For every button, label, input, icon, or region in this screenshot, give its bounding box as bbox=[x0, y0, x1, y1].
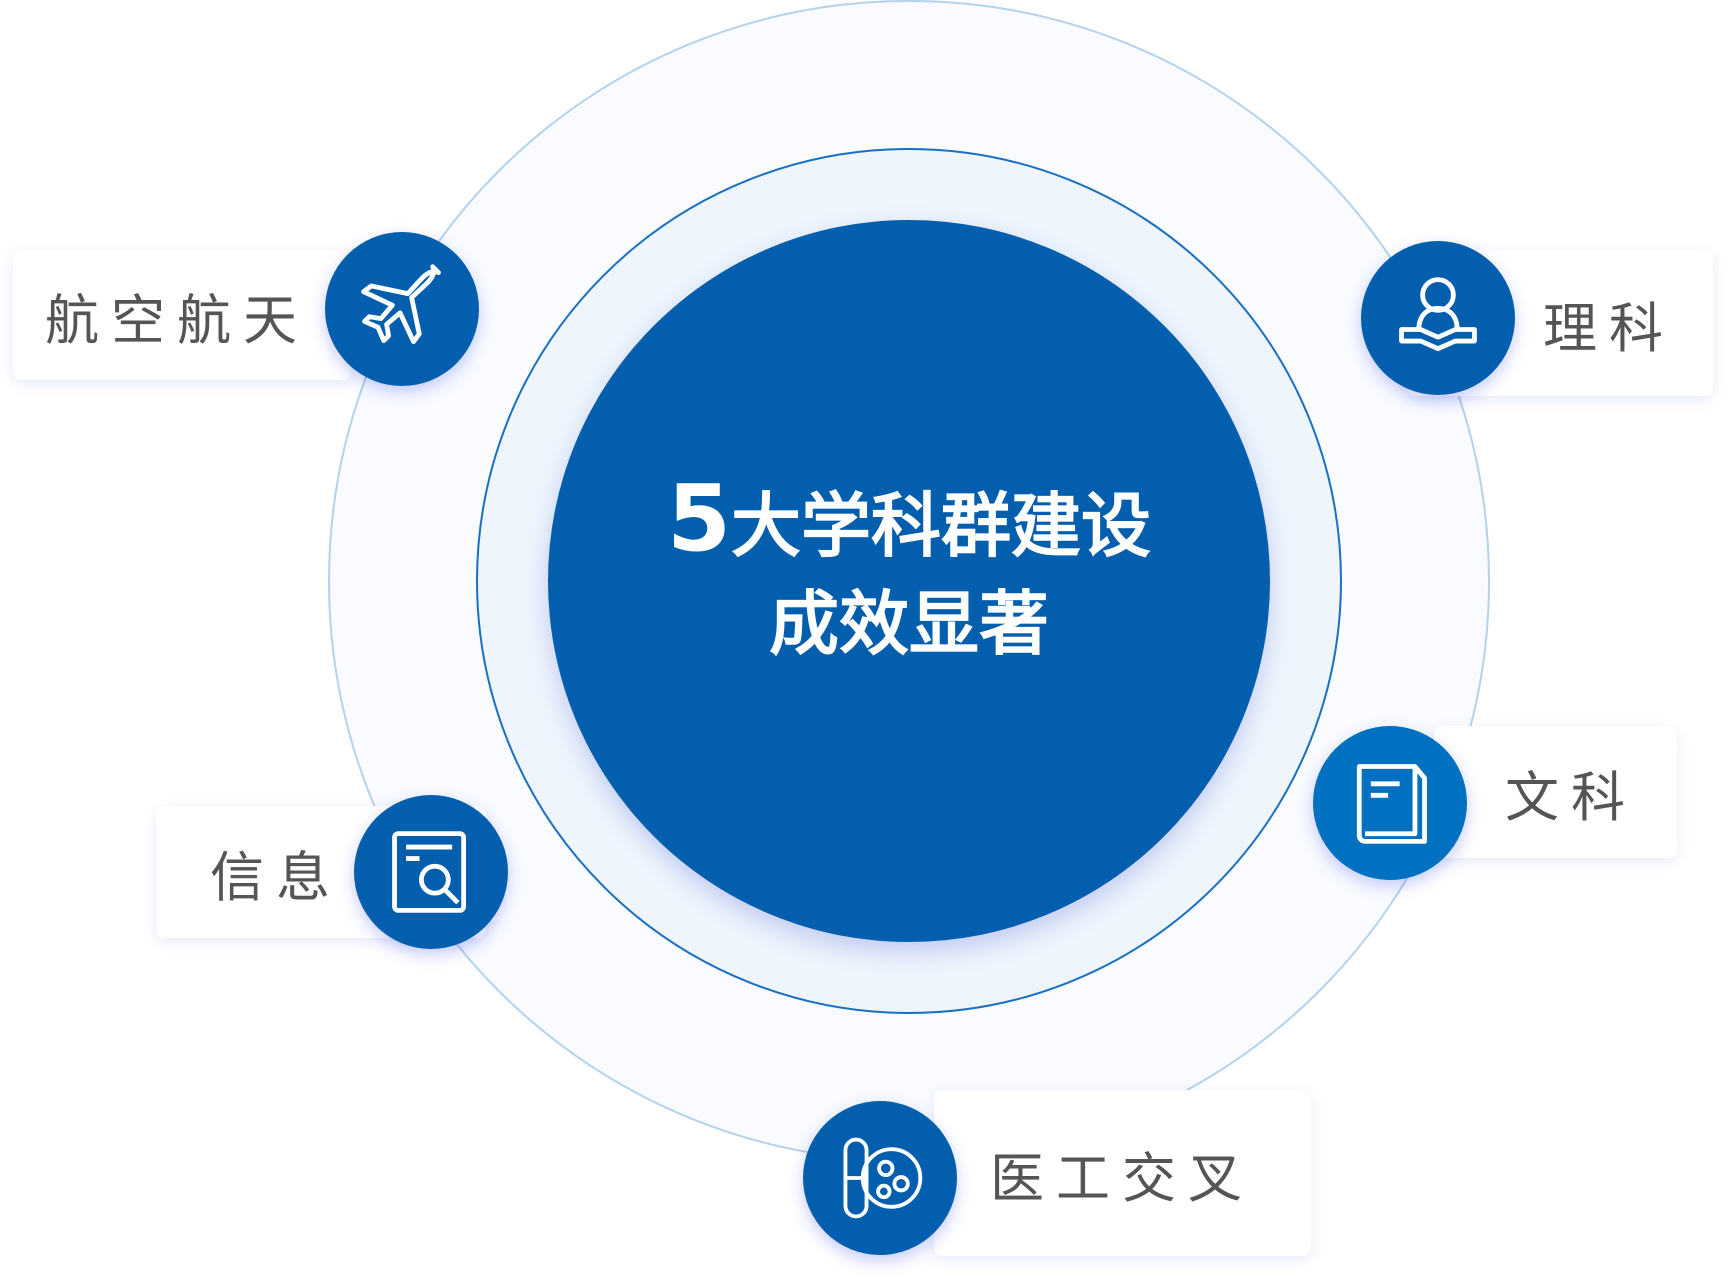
label-information: 信息 bbox=[210, 845, 342, 909]
center-number: 5 bbox=[666, 465, 731, 572]
label-science: 理科 bbox=[1543, 296, 1675, 360]
book-icon bbox=[1313, 726, 1467, 880]
airplane-icon bbox=[325, 232, 479, 386]
center-title: 5大学科群建设 成效显著 bbox=[548, 470, 1270, 673]
card-humanities: 文科 bbox=[1434, 726, 1677, 858]
reading-person-icon bbox=[1361, 241, 1515, 395]
capsule-gear-icon bbox=[803, 1101, 957, 1255]
center-line1: 大学科群建设 bbox=[731, 485, 1151, 567]
label-aerospace: 航空航天 bbox=[45, 288, 309, 352]
center-line2: 成效显著 bbox=[769, 583, 1049, 665]
label-medical-engineering: 医工交叉 bbox=[990, 1146, 1254, 1210]
card-medical-engineering: 医工交叉 bbox=[934, 1090, 1311, 1256]
card-aerospace: 航空航天 bbox=[13, 250, 351, 380]
label-humanities: 文科 bbox=[1505, 765, 1637, 829]
center-circle bbox=[548, 220, 1270, 942]
document-search-icon bbox=[354, 795, 508, 949]
